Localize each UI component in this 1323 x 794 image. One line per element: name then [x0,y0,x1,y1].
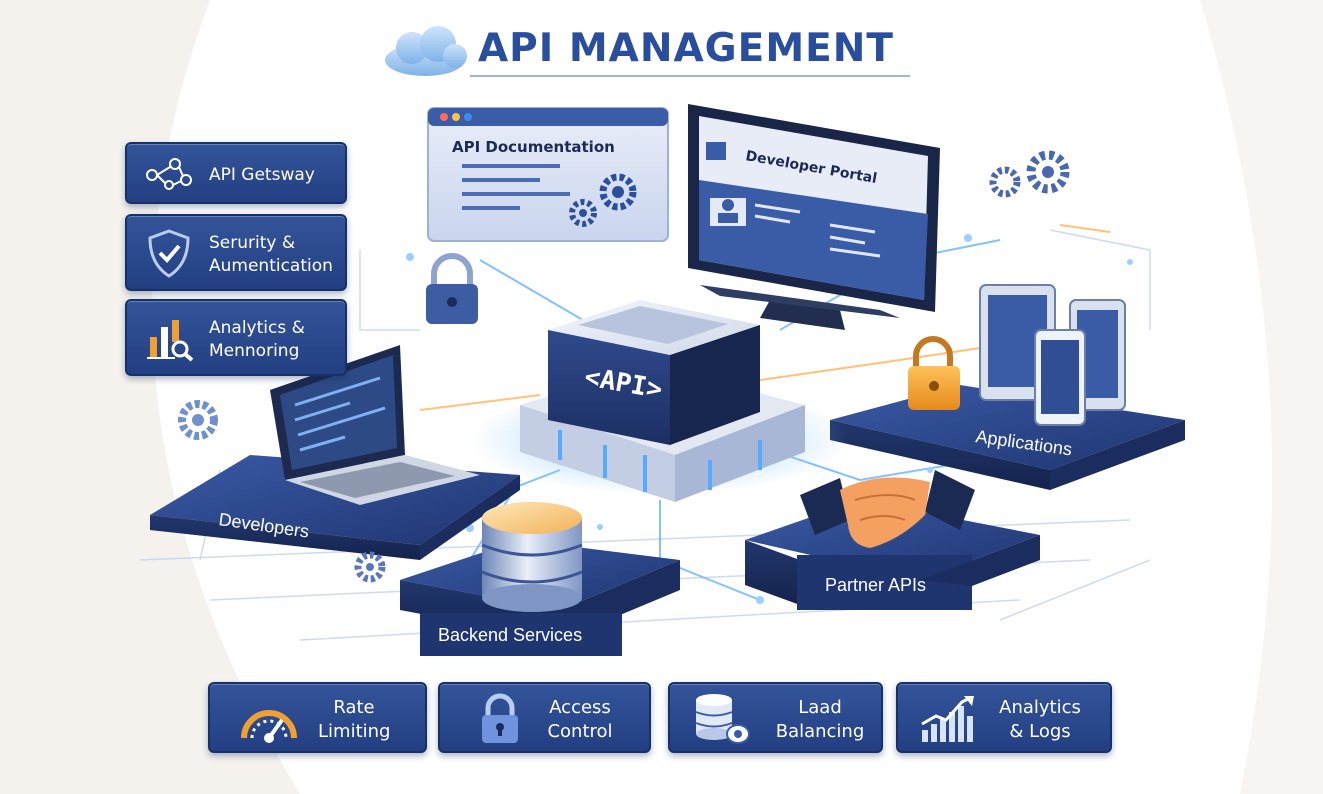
network-nodes-icon [146,158,192,190]
cloud-icon [385,26,467,76]
security-label-line1: Serurity & [209,233,296,253]
handshake-icon [800,470,975,548]
database-cylinder-icon [481,502,583,612]
decorative-gears-right-icon [989,150,1070,198]
padlock-blue-icon [426,253,478,324]
glow-dots [406,234,1133,604]
gears-icon [569,173,637,227]
padlock-icon [482,693,518,743]
speedometer-icon [241,710,297,743]
background-curve-right [1200,0,1323,794]
access-control-line2: Control [547,721,613,742]
background-curve-left [0,0,300,794]
decorative-gear-left-icon [178,400,218,440]
database-icon [695,694,750,744]
partner-apis-label: Partner APIs [825,575,927,595]
analytics-logs-line1: Analytics [999,697,1081,718]
load-balancing-line2: Balancing [775,721,865,742]
developer-portal-monitor [688,104,940,330]
access-control-line1: Access [549,697,611,718]
security-authentication-card[interactable]: Serurity & Aumentication [125,214,347,291]
bar-chart-icon [921,696,974,742]
access-control-card[interactable]: Access Control [438,682,651,753]
shield-check-icon [148,229,190,278]
backend-services-label: Backend Services [438,625,583,645]
analytics-logs-line2: & Logs [1009,721,1071,742]
api-documentation-title: API Documentation [452,138,615,156]
rate-limiting-line1: Rate [333,697,375,718]
api-gateway-card[interactable]: API Getsway [125,142,347,204]
padlock-orange-icon [908,336,960,410]
analytics-label-line2: Mennoring [209,341,300,361]
decorative-gear-small-icon [354,551,386,583]
rate-limiting-card[interactable]: Rate Limiting [208,682,427,753]
api-gateway-label: API Getsway [209,165,315,185]
api-documentation-window [427,107,669,242]
load-balancing-line1: Laad [798,697,842,718]
laptop-icon [270,345,480,505]
orange-network-lines [419,224,1111,411]
analytics-logs-card[interactable]: Analytics & Logs [896,682,1112,753]
analytics-monitoring-card[interactable]: Analytics & Mennoring [125,299,347,376]
analytics-label-line1: Analytics & [209,318,305,338]
central-api-block [470,300,850,502]
page-title: API MANAGEMENT [478,26,895,71]
analytics-chart-icon [147,320,194,362]
security-label-line2: Aumentication [209,256,333,276]
rate-limiting-line2: Limiting [318,721,391,742]
tablet-devices-icon [979,284,1126,426]
load-balancing-card[interactable]: Laad Balancing [668,682,883,753]
